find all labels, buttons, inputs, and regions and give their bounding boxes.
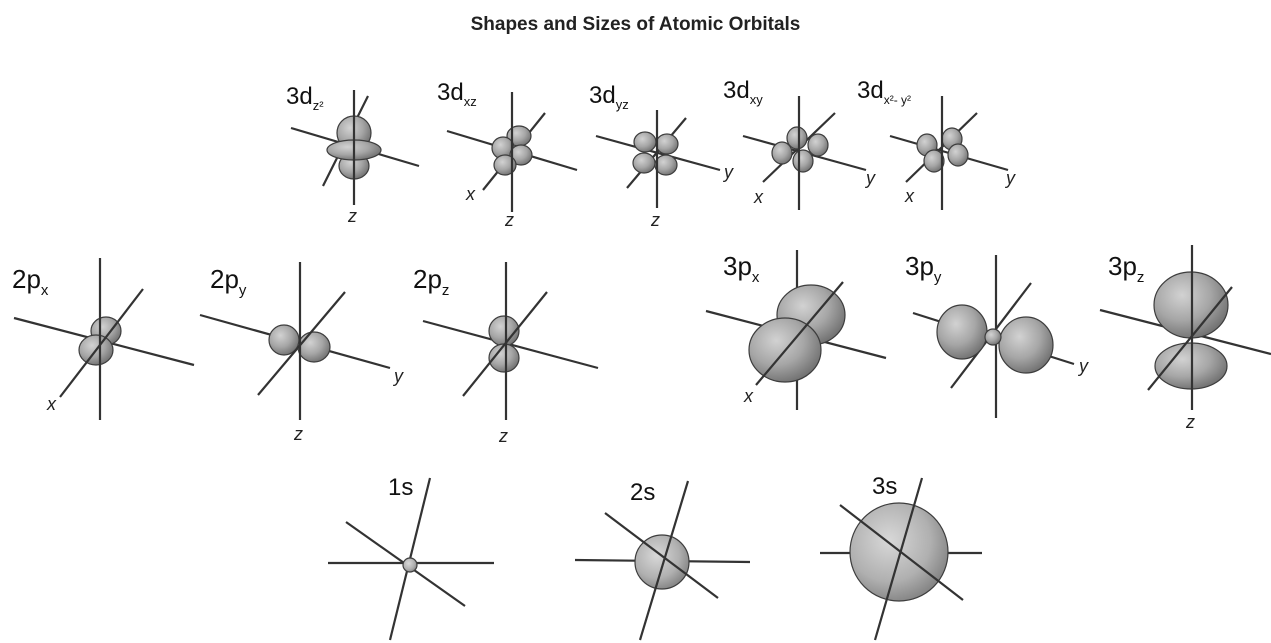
orbital-label-3s: 3s xyxy=(872,473,897,500)
orbital-2pz: 2pz z xyxy=(413,262,599,446)
orbital-label-2s: 2s xyxy=(630,479,655,506)
axis-label-y: y xyxy=(722,162,734,182)
orbital-3dxz: 3dxz x z xyxy=(437,79,578,230)
orbital-3s: 3s xyxy=(820,473,982,641)
orbital-3py: 3py y xyxy=(905,251,1089,418)
orbital-label-3dyz: 3dyz xyxy=(589,82,629,112)
orbital-3dxy: 3dxy x y xyxy=(723,77,876,210)
orbital-label-3py: 3py xyxy=(905,251,942,286)
lobe xyxy=(297,331,331,363)
axis-label-z: z xyxy=(504,210,514,230)
lobe xyxy=(771,141,793,165)
lobe xyxy=(936,304,988,360)
lobe xyxy=(654,154,678,176)
orbital-label-3dx2-y2: 3dx²- y² xyxy=(857,77,911,107)
orbital-label-3dxy: 3dxy xyxy=(723,77,763,107)
orbital-label-3pz: 3pz xyxy=(1108,251,1144,286)
orbital-label-2py: 2py xyxy=(210,264,247,299)
axis-label-x: x xyxy=(465,184,476,204)
orbital-label-2pz: 2pz xyxy=(413,264,449,299)
orbital-3pz: 3pz z xyxy=(1099,245,1271,432)
orbital-2s: 2s xyxy=(574,479,751,641)
axis-label-x: x xyxy=(743,386,754,406)
orbital-1s: 1s xyxy=(328,474,494,641)
inner-node xyxy=(984,328,1002,346)
axis-label-z: z xyxy=(293,424,303,444)
orbital-label-3dxz: 3dxz xyxy=(437,79,477,109)
sphere xyxy=(402,557,418,573)
axis-label-x: x xyxy=(46,394,57,414)
orbital-2px: 2px x xyxy=(12,258,195,420)
orbital-label-1s: 1s xyxy=(388,474,413,501)
axis-label-y: y xyxy=(1077,356,1089,376)
axis-label-z: z xyxy=(650,210,660,230)
orbital-label-2px: 2px xyxy=(12,264,49,299)
lobe xyxy=(509,144,533,166)
axis-label-y: y xyxy=(1004,168,1016,188)
axis-label-z: z xyxy=(498,426,508,446)
lobe xyxy=(655,133,679,155)
axis-label-x: x xyxy=(753,187,764,207)
orbital-label-3dz2: 3dz² xyxy=(286,83,324,113)
axis-label-y: y xyxy=(392,366,404,386)
lobe xyxy=(923,149,945,173)
sphere xyxy=(634,534,690,590)
orbital-2py: 2py y z xyxy=(199,262,404,444)
orbital-3px: 3px x xyxy=(705,250,887,410)
orbital-3dz2: 3dz² z xyxy=(286,83,420,226)
lobe xyxy=(786,126,808,150)
axis-label-z: z xyxy=(1185,412,1195,432)
lobe xyxy=(792,149,814,173)
lobe xyxy=(807,133,829,157)
lobe xyxy=(493,154,517,176)
orbital-label-3px: 3px xyxy=(723,251,760,286)
orbital-3dyz: 3dyz y z xyxy=(589,82,734,230)
lobe xyxy=(998,316,1054,374)
sphere xyxy=(849,502,949,602)
lobe xyxy=(633,131,657,153)
lobe xyxy=(947,143,969,167)
lobe xyxy=(632,152,656,174)
orbital-3dx2-y2: 3dx²- y² x y xyxy=(857,77,1016,210)
page-title: Shapes and Sizes of Atomic Orbitals xyxy=(470,14,801,35)
axis-label-z: z xyxy=(347,206,357,226)
axis-label-x: x xyxy=(904,186,915,206)
axis-label-y: y xyxy=(864,168,876,188)
